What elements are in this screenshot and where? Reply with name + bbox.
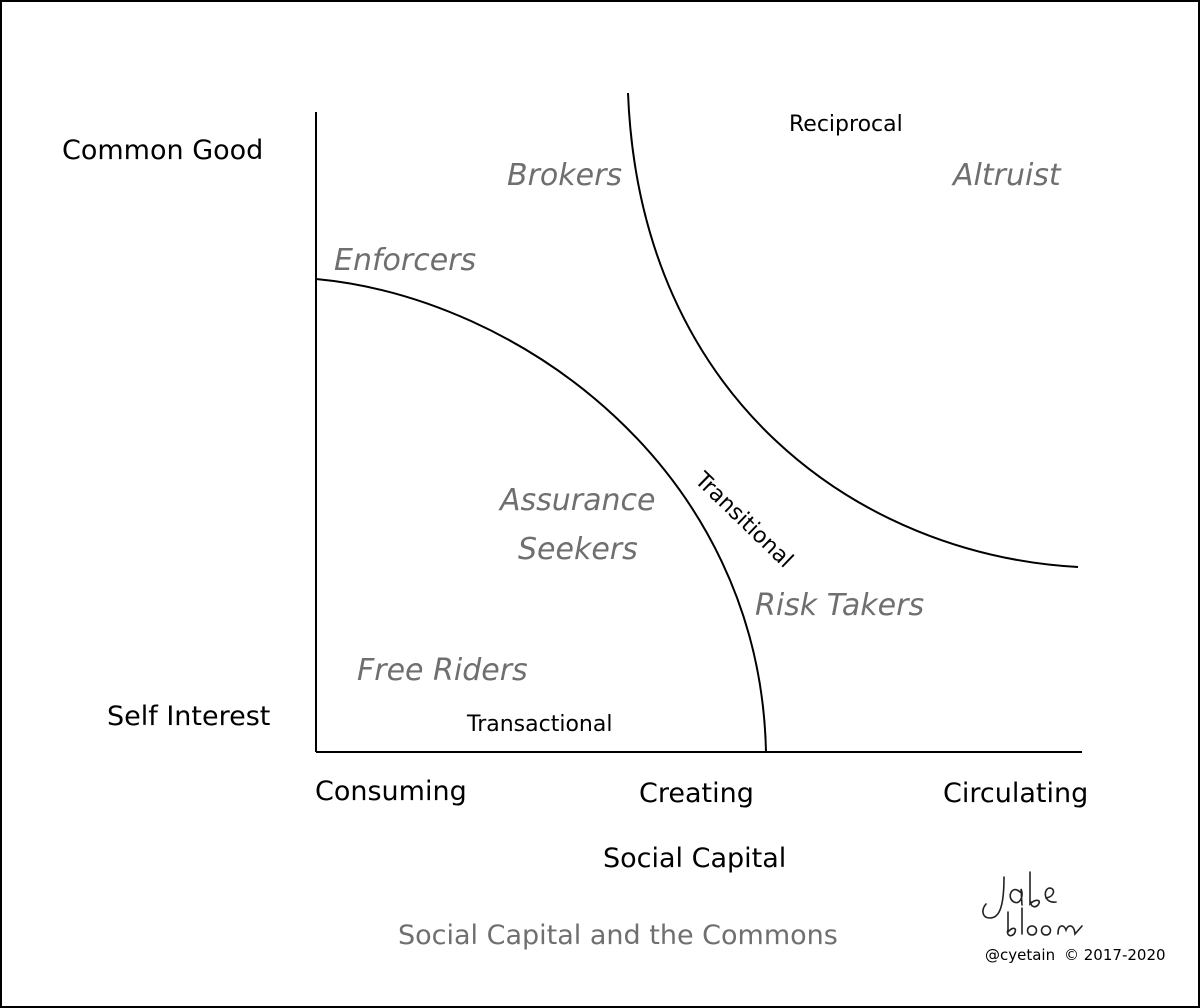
author-handle: @cyetain [985,946,1056,964]
x-axis-right-label: Circulating [943,778,1089,809]
segment-free-riders: Free Riders [357,653,528,688]
x-axis-middle-label: Creating [639,778,754,809]
segment-brokers: Brokers [507,158,623,193]
inner-boundary-curve [315,278,767,753]
y-axis-top-label: Common Good [62,135,264,166]
segment-altruist: Altruist [953,158,1061,193]
signature-mark [982,871,1083,937]
zone-transactional: Transactional [467,712,613,737]
segment-risk-takers: Risk Takers [755,588,925,623]
x-axis-title: Social Capital [603,843,787,874]
zone-reciprocal: Reciprocal [789,112,903,137]
segment-enforcers: Enforcers [334,243,477,278]
x-axis-left-label: Consuming [315,776,467,807]
segment-assurance-seekers-line1: Assurance [500,483,656,518]
segment-assurance-seekers-line2: Seekers [518,532,638,567]
copyright-notice: © 2017-2020 [1064,946,1166,964]
y-axis-bottom-label: Self Interest [107,701,271,732]
outer-boundary-curve [627,92,1079,568]
diagram-caption: Social Capital and the Commons [398,920,838,951]
